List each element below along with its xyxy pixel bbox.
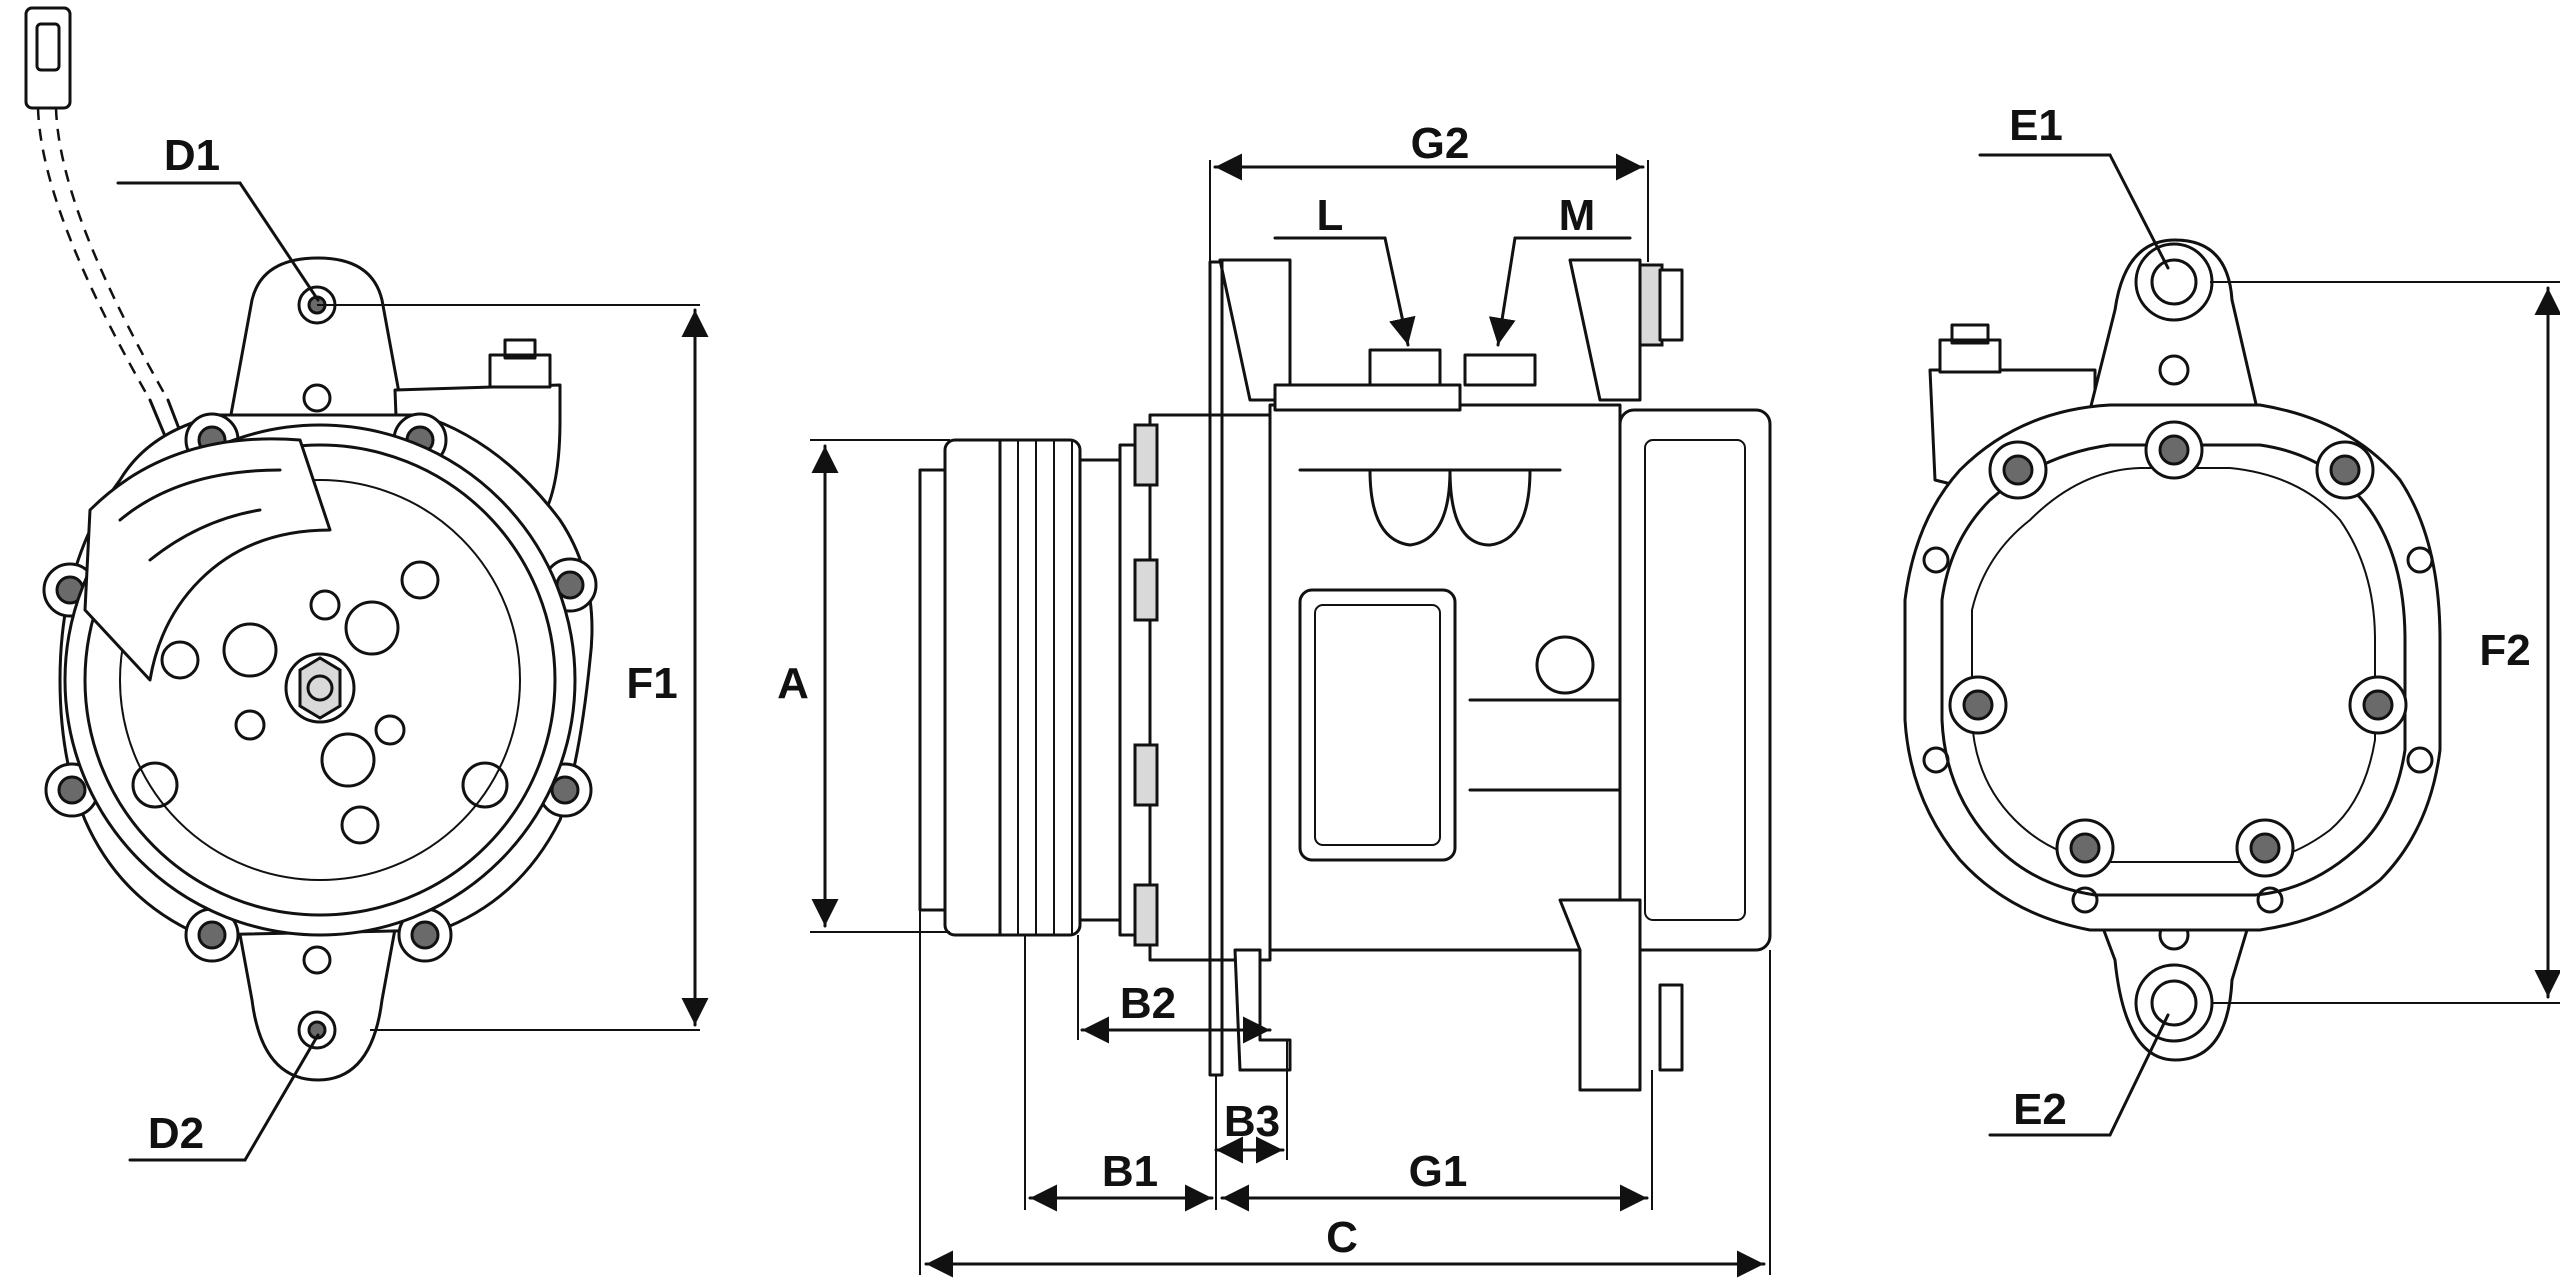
label-g1: G1 [1409, 1147, 1468, 1196]
hole-e2 [2150, 979, 2198, 1027]
rear-bolts [1922, 420, 2434, 914]
lower-mount-hole [297, 1010, 337, 1050]
label-d2: D2 [148, 1109, 204, 1158]
port-m [1463, 353, 1537, 387]
pulley-side [918, 438, 1152, 937]
label-f1: F1 [626, 659, 677, 708]
label-e1: E1 [2009, 101, 2063, 150]
rear-view: E1 E2 F2 [1903, 101, 2560, 1137]
rear-head [1618, 408, 1772, 952]
label-d1: D1 [164, 131, 220, 180]
label-b3: B3 [1224, 1097, 1280, 1146]
upper-mount-ear [228, 256, 406, 422]
upper-ear-e1 [2083, 238, 2264, 432]
hub-holes [131, 560, 509, 845]
label-f2: F2 [2479, 626, 2530, 675]
rear-housing [1903, 403, 2442, 932]
label-b1: B1 [1102, 1147, 1158, 1196]
port-l [1368, 348, 1442, 387]
label-a: A [777, 659, 809, 708]
label-g2: G2 [1411, 119, 1470, 168]
label-e2: E2 [2013, 1085, 2067, 1134]
label-m: M [1559, 191, 1596, 240]
label-c: C [1326, 1213, 1358, 1262]
hole-e1 [2150, 258, 2198, 306]
label-b2: B2 [1120, 979, 1176, 1028]
label-l: L [1317, 191, 1344, 240]
front-view: D1 D2 F1 [24, 6, 709, 1162]
compressor-body [1268, 403, 1622, 952]
side-view: G2 L M A B2 B3 B1 G1 C [777, 119, 1772, 1278]
